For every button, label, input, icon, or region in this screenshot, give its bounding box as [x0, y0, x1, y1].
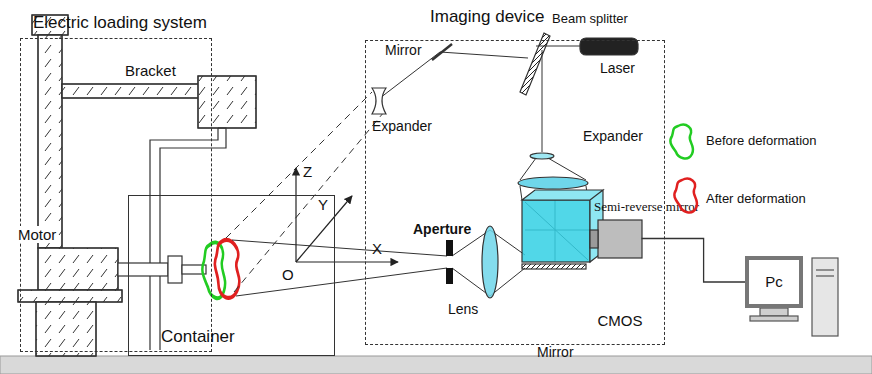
legend-blob: [670, 174, 704, 218]
legend-blob: [666, 120, 700, 164]
signal-cable: [642, 239, 746, 283]
bracket: [198, 76, 256, 128]
motor: [36, 302, 96, 356]
optics: [432, 44, 452, 60]
light-rays: [232, 240, 447, 256]
part-label: Aperture: [413, 221, 471, 237]
pc-tower: [760, 308, 788, 316]
node-label: Electric loading system: [33, 13, 207, 33]
axes: [295, 168, 296, 262]
axes: [296, 196, 352, 262]
part-label: Lens: [448, 301, 478, 317]
optics: [522, 200, 590, 262]
bracket: [62, 84, 202, 98]
light-rays: [226, 46, 598, 296]
bracket: [38, 35, 62, 248]
optics: [598, 220, 642, 258]
bracket: [38, 35, 62, 248]
camera-box: CMOS: [598, 220, 642, 258]
part-label: Motor: [16, 226, 58, 243]
legend-blob: [670, 125, 693, 159]
light-rays: [226, 92, 372, 238]
optics: [522, 190, 603, 262]
light-rays: [542, 50, 543, 152]
light-rays: [234, 112, 384, 292]
optics: [446, 240, 453, 256]
monitor-box: Pc: [745, 256, 803, 308]
node-label: Pc: [765, 273, 783, 290]
optics: [372, 88, 386, 114]
part-label: Mirror: [537, 344, 574, 360]
bracket: [62, 84, 202, 98]
optics: [520, 33, 550, 95]
group-frame: Imaging deviceCMOS: [365, 40, 665, 345]
part-label: Mirror: [385, 42, 422, 58]
light-rays: [380, 52, 440, 98]
optics: [372, 33, 642, 298]
sample-blobs: [202, 240, 239, 298]
light-rays: [440, 52, 528, 58]
part-label: Y: [318, 196, 328, 213]
sample-blobs: [215, 240, 240, 298]
ground-bar: [0, 356, 872, 374]
axes: [296, 168, 398, 262]
pc-tower: [816, 269, 834, 270]
part-label: Bracket: [125, 62, 176, 79]
optics: [530, 153, 554, 159]
legend-blob: [674, 179, 697, 213]
optics: [518, 177, 588, 189]
bracket: [198, 76, 256, 128]
optics: [446, 268, 453, 284]
optics: [590, 230, 598, 248]
light-rays: [236, 268, 447, 296]
motor: [168, 256, 182, 283]
axes: [296, 261, 398, 262]
legend-text: After deformation: [706, 191, 806, 206]
bracket: [150, 128, 226, 350]
optics: [522, 264, 586, 269]
part-label: O: [282, 266, 294, 283]
part-label: Expander: [583, 128, 643, 144]
motor: [36, 302, 96, 356]
pc-tower: [816, 275, 834, 276]
part-label: Expander: [372, 118, 432, 134]
part-label: Laser: [600, 60, 635, 76]
part-label: Beam splitter: [552, 12, 628, 27]
optics: [482, 226, 498, 298]
pc-tower: [812, 258, 838, 336]
pc-tower: [750, 316, 798, 321]
node-label: CMOS: [598, 312, 643, 329]
part-label: Z: [303, 163, 312, 180]
sample-blobs: [202, 242, 225, 298]
part-label: Semi-reverse mirror: [594, 200, 699, 215]
motor: [118, 263, 168, 276]
legend-text: Before deformation: [706, 133, 817, 148]
motor: [18, 290, 122, 302]
motor: [38, 248, 118, 290]
motor: [38, 248, 118, 290]
node-label: Imaging device: [430, 7, 544, 27]
part-label: X: [372, 240, 382, 257]
motor: [18, 290, 122, 302]
node-label: Container: [161, 327, 235, 347]
container-box: Container: [128, 195, 335, 356]
ground-bar: [0, 356, 872, 374]
